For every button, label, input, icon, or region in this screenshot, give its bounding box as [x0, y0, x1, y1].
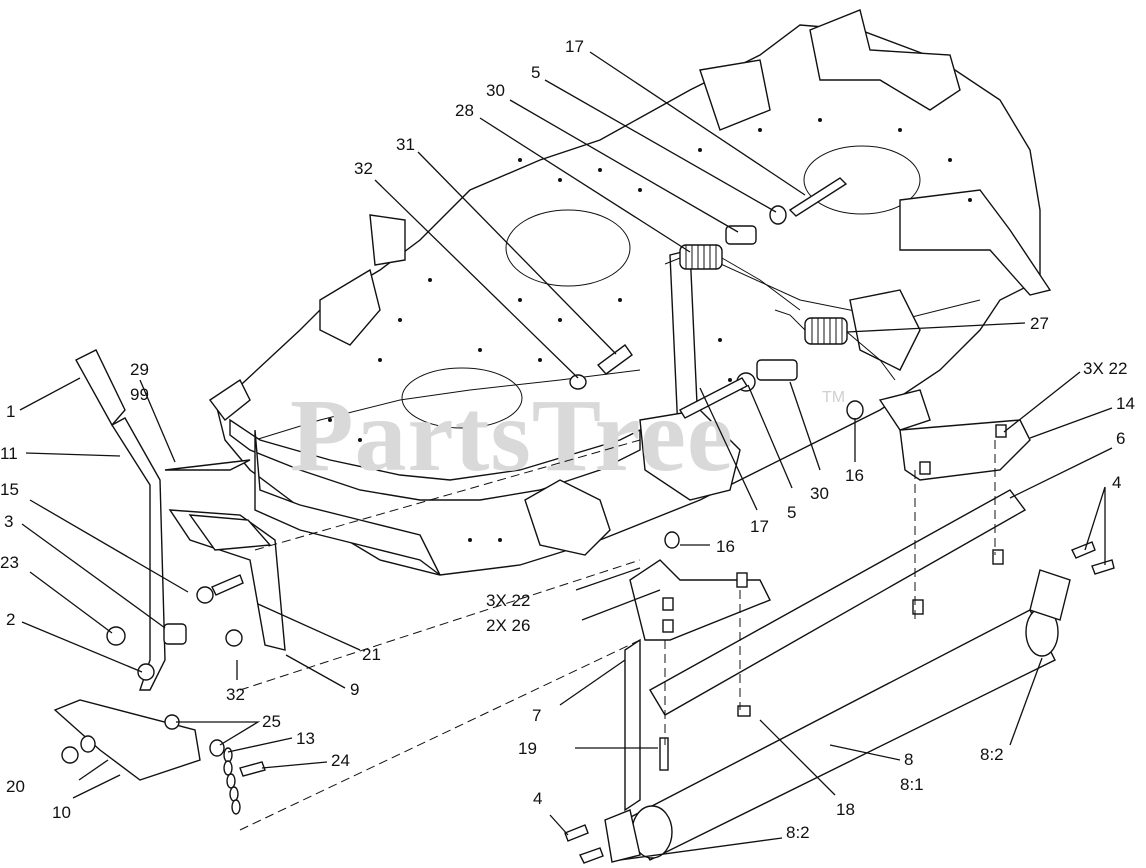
callout-16-b: 16	[716, 537, 735, 556]
callout-1: 1	[6, 402, 15, 421]
nut-32-b	[225, 629, 243, 647]
watermark-trademark: TM	[822, 389, 845, 406]
pin-17	[788, 177, 848, 217]
nut-23	[106, 626, 126, 646]
mower-deck	[208, 9, 1052, 576]
callout-3: 3	[4, 512, 13, 531]
callout-2x26: 2X 26	[486, 616, 530, 635]
spacer-15	[196, 586, 214, 604]
callout-29: 29	[130, 360, 149, 379]
bearing-8-2	[604, 809, 641, 863]
callouts: 1 11 29 99 15 3 23 2 21 9 32 25 13 24 20…	[0, 37, 1135, 842]
callout-4-b: 4	[1112, 473, 1121, 492]
callout-25: 25	[262, 712, 281, 731]
callout-16: 16	[845, 466, 864, 485]
leader-lines	[19, 51, 1113, 861]
callout-8: 8	[904, 750, 913, 769]
callout-3x22: 3X 22	[486, 591, 530, 610]
callout-23: 23	[0, 553, 19, 572]
bolt-31	[596, 344, 633, 375]
bolt-24	[239, 761, 266, 777]
callout-10: 10	[52, 803, 71, 822]
roller-assembly	[564, 419, 1115, 864]
callout-17: 17	[565, 37, 584, 56]
lever-11	[111, 417, 166, 691]
pin-17-b	[679, 377, 748, 419]
callout-32-b: 32	[226, 685, 245, 704]
callout-18: 18	[836, 800, 855, 819]
callout-21: 21	[362, 645, 381, 664]
bolt-2	[137, 663, 155, 681]
callout-20: 20	[6, 777, 25, 796]
callout-28: 28	[455, 101, 474, 120]
spring-3	[163, 623, 187, 645]
callout-11: 11	[0, 444, 18, 463]
decal-29	[164, 459, 251, 471]
callout-9: 9	[350, 680, 359, 699]
bolt-19	[659, 737, 669, 771]
callout-5: 5	[531, 63, 540, 82]
rod-6	[649, 489, 1027, 716]
callout-24: 24	[331, 751, 350, 770]
callout-15: 15	[0, 480, 19, 499]
nut-25-b	[209, 739, 225, 757]
spring-28	[679, 244, 723, 270]
callout-8-2-b: 8:2	[980, 745, 1004, 764]
bolt-18	[737, 705, 751, 717]
pedal-10	[53, 699, 201, 781]
callout-13: 13	[296, 729, 315, 748]
callout-30-b: 30	[810, 484, 829, 503]
nut-32	[569, 374, 587, 390]
callout-4: 4	[533, 789, 542, 808]
bushing-16-b	[664, 531, 680, 549]
deck-hardware	[569, 177, 931, 549]
callout-32: 32	[354, 159, 373, 178]
lift-lever	[53, 349, 641, 831]
callout-19: 19	[518, 739, 537, 758]
callout-31: 31	[396, 135, 415, 154]
deck-holes	[328, 118, 972, 542]
spacer-30-b	[756, 359, 798, 381]
handle-grip-1	[75, 349, 126, 427]
spacer-30	[725, 225, 757, 245]
washer-20	[61, 746, 79, 764]
roller-8	[624, 609, 1056, 861]
callout-2: 2	[6, 610, 15, 629]
callout-7: 7	[532, 706, 541, 725]
bushing-16	[846, 400, 864, 420]
callout-8-2: 8:2	[786, 823, 810, 842]
spring-27	[804, 317, 848, 345]
bearing-8-2-b	[1029, 569, 1071, 621]
callout-27: 27	[1030, 314, 1049, 333]
callout-14: 14	[1116, 394, 1135, 413]
watermark: PartsTree	[290, 378, 734, 493]
bracket-7	[629, 559, 771, 641]
callout-8-1: 8:1	[900, 775, 924, 794]
washer-5	[769, 205, 787, 225]
callout-6: 6	[1116, 429, 1125, 448]
callout-3x22-b: 3X 22	[1083, 359, 1127, 378]
chain-13	[223, 747, 241, 815]
callout-17-b: 17	[750, 517, 769, 536]
callout-99: 99	[130, 385, 149, 404]
callout-5-b: 5	[787, 503, 796, 522]
callout-30: 30	[486, 81, 505, 100]
